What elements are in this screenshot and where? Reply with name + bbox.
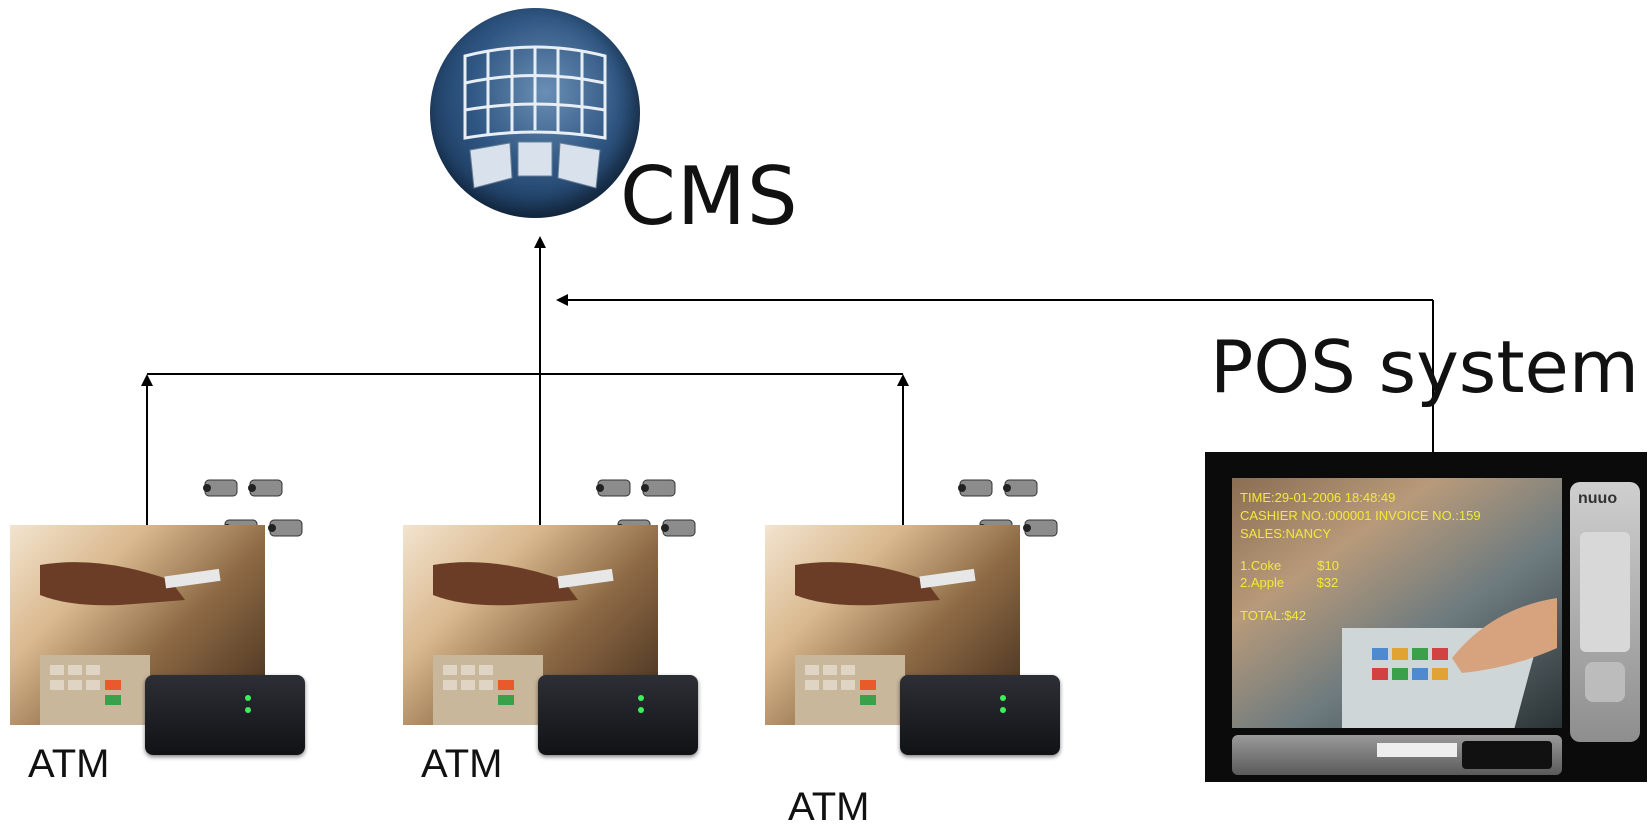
atm-photo-icon [403, 525, 658, 725]
atm-label: ATM [421, 742, 503, 786]
atm-label: ATM [788, 785, 870, 829]
pos-label: POS system [1210, 325, 1639, 409]
cms-label: CMS [620, 150, 799, 243]
pos-total-text: TOTAL:$42 [1240, 608, 1306, 623]
atm-unit-3: ATM [765, 465, 1065, 829]
pos-item-1-text: 1.Coke $10 [1240, 558, 1339, 573]
dvr-box-icon [145, 675, 305, 755]
keypad-hand-icon [1342, 598, 1557, 728]
pos-playback-bar [1232, 735, 1562, 775]
atm-unit-2: ATM [403, 465, 703, 795]
pos-sales-text: SALES:NANCY [1240, 526, 1332, 541]
cms-globe-icon [430, 8, 640, 218]
atm-label: ATM [28, 742, 110, 786]
atm-unit-1: ATM [10, 465, 310, 795]
dvr-box-icon [538, 675, 698, 755]
pos-screen: TIME:29-01-2006 18:48:49 CASHIER NO.:000… [1232, 478, 1562, 728]
pos-brand-logo: nuuo [1578, 490, 1618, 507]
dvr-box-icon [900, 675, 1060, 755]
pos-cashier-text: CASHIER NO.:000001 INVOICE NO.:159 [1240, 508, 1481, 523]
home-icon [1585, 662, 1625, 702]
pos-time-text: TIME:29-01-2006 18:48:49 [1240, 490, 1396, 505]
pos-item-2-text: 2.Apple $32 [1240, 575, 1339, 590]
pos-control-panel: nuuo [1570, 482, 1640, 742]
